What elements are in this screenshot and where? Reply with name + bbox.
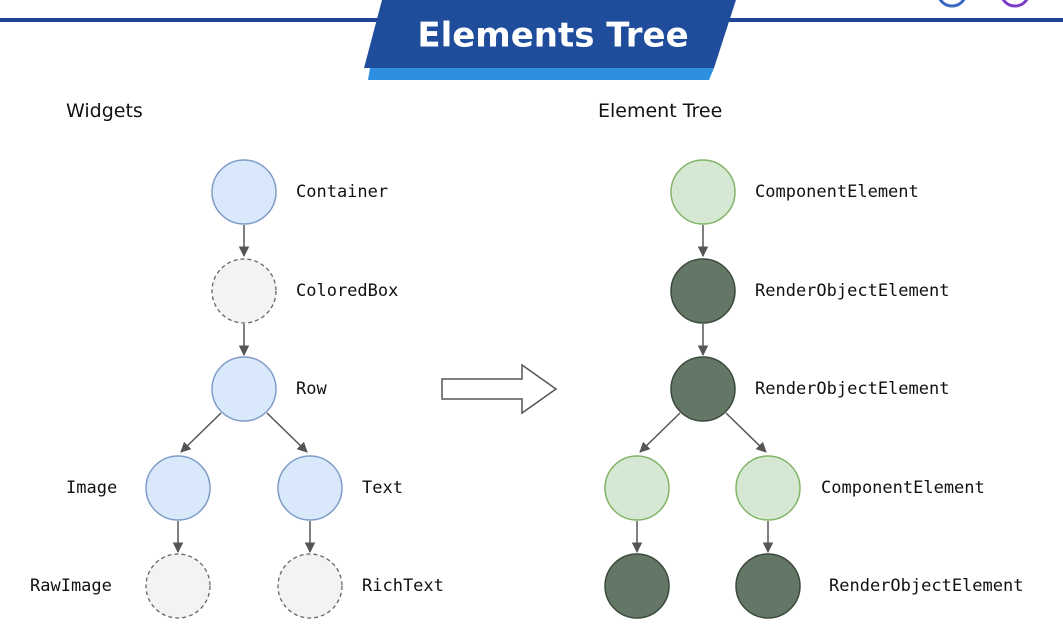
label-component-element-top: ComponentElement xyxy=(755,182,919,202)
node-render-object-element-2 xyxy=(670,356,736,422)
node-image xyxy=(145,455,211,521)
label-image: Image xyxy=(66,478,117,498)
widget-tree-labels: Container ColoredBox Row Image Text RawI… xyxy=(30,182,444,596)
corner-logo-blue xyxy=(938,0,966,8)
element-tree-heading: Element Tree xyxy=(598,100,722,122)
node-render-object-element-right xyxy=(735,553,801,619)
label-richtext: RichText xyxy=(362,576,444,596)
banner-underline xyxy=(368,68,714,80)
edge-row-text xyxy=(266,412,308,453)
banner-rule-left xyxy=(0,18,390,22)
element-tree-nodes xyxy=(604,159,801,619)
node-coloredbox xyxy=(211,258,277,324)
label-render-object-element-1: RenderObjectElement xyxy=(755,281,949,301)
node-component-element-right xyxy=(735,455,801,521)
node-text xyxy=(277,455,343,521)
label-container: Container xyxy=(296,182,388,202)
banner-rule-right xyxy=(725,18,1063,22)
label-text: Text xyxy=(362,478,403,498)
corner-logo-purple xyxy=(1001,0,1029,8)
node-component-element-left xyxy=(604,455,670,521)
label-row: Row xyxy=(296,379,327,399)
label-coloredbox: ColoredBox xyxy=(296,281,398,301)
label-rawimage: RawImage xyxy=(30,576,112,596)
widgets-heading: Widgets xyxy=(66,100,143,122)
element-tree-edges xyxy=(631,225,774,554)
label-render-object-element-right: RenderObjectElement xyxy=(829,576,1023,596)
widget-tree-nodes xyxy=(145,159,343,619)
node-rawimage xyxy=(145,553,211,619)
edge-row-image xyxy=(180,412,222,453)
banner-shape xyxy=(364,0,736,68)
label-component-element-right: ComponentElement xyxy=(821,478,985,498)
transform-arrow-icon xyxy=(441,363,558,415)
node-render-object-element-1 xyxy=(670,258,736,324)
widget-tree-edges xyxy=(172,225,316,554)
edge-render2-left xyxy=(639,412,681,453)
node-render-object-element-left xyxy=(604,553,670,619)
edge-render2-right xyxy=(725,412,767,453)
node-richtext xyxy=(277,553,343,619)
label-render-object-element-2: RenderObjectElement xyxy=(755,379,949,399)
node-row xyxy=(211,356,277,422)
node-container xyxy=(211,159,277,225)
slide-title: Elements Tree xyxy=(417,16,688,56)
node-component-element-top xyxy=(670,159,736,225)
element-tree-labels: ComponentElement RenderObjectElement Ren… xyxy=(755,182,1023,596)
title-banner: Elements Tree xyxy=(0,0,1063,80)
